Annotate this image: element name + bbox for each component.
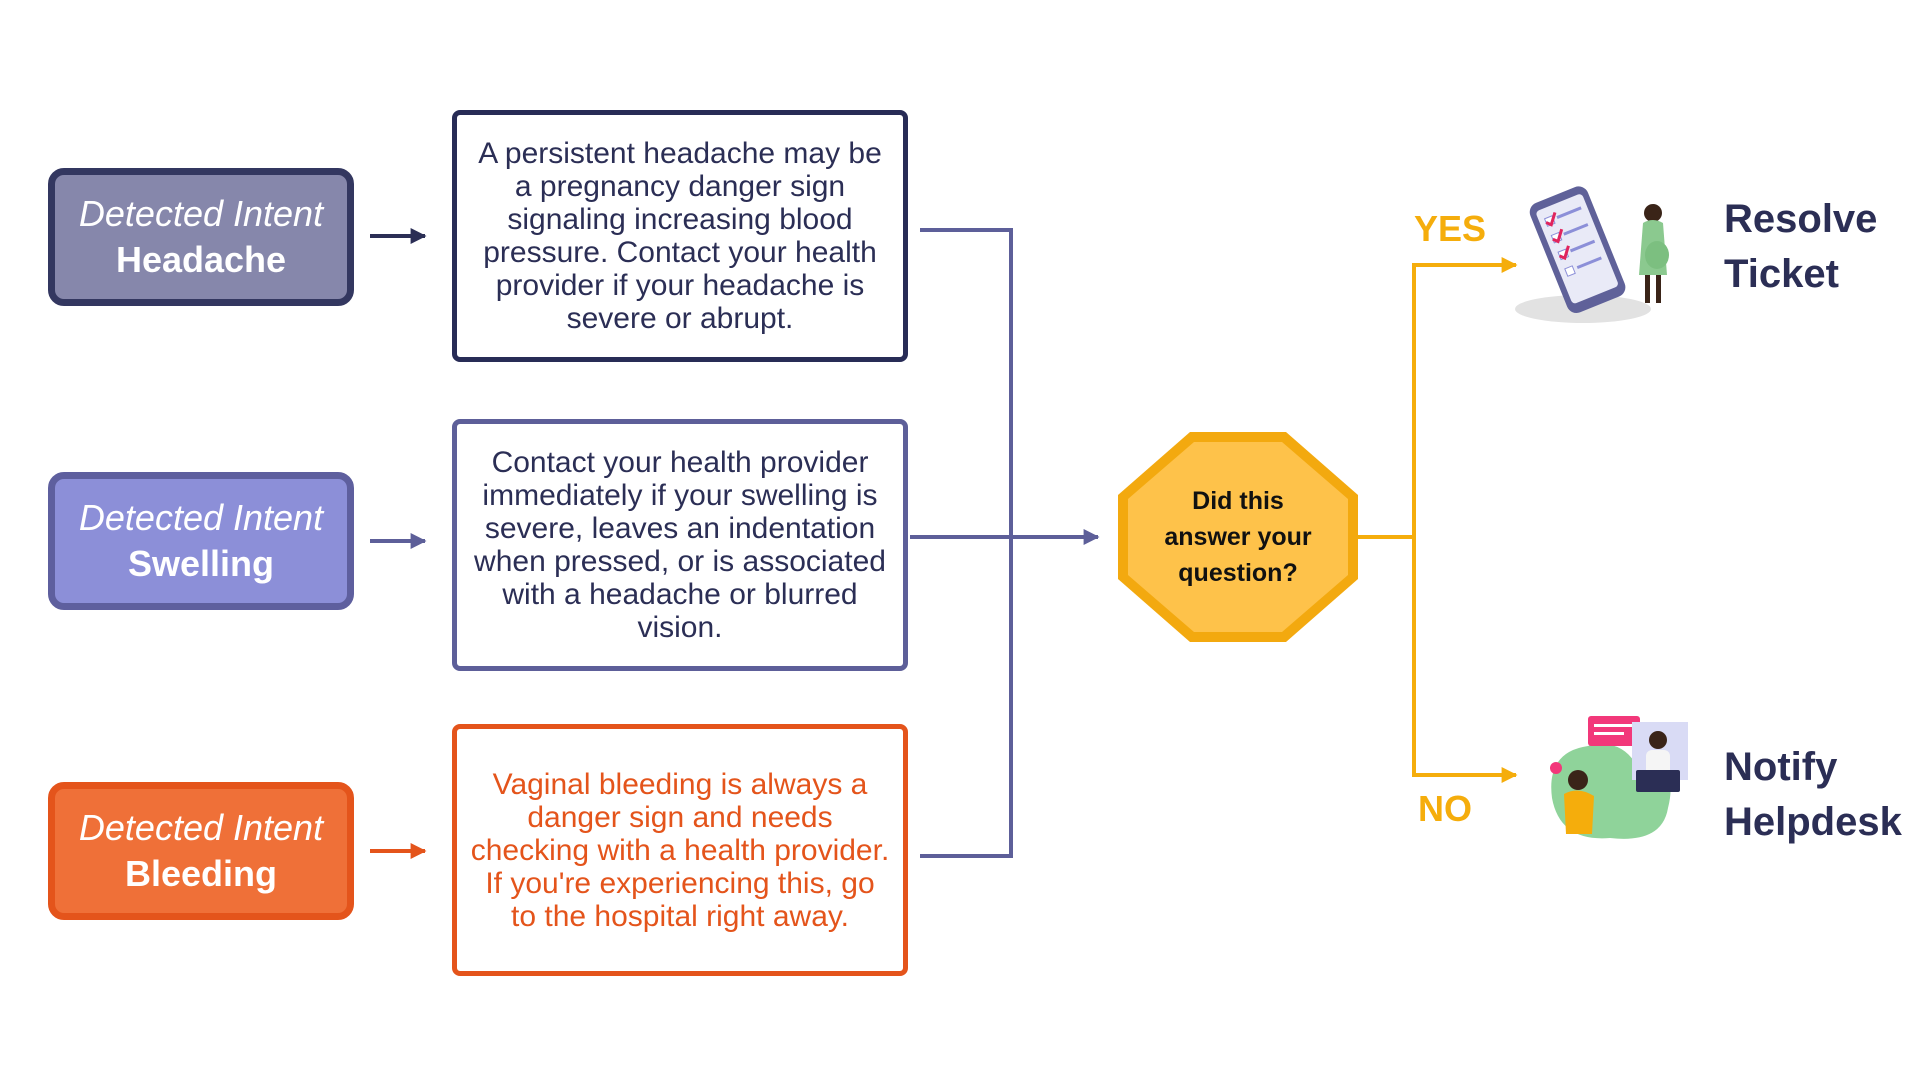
branch-label-no: NO xyxy=(1418,788,1472,829)
phone-checklist-illustration xyxy=(1515,186,1669,323)
intent-name: Swelling xyxy=(127,543,275,584)
intent-box-headache: Detected Intent Headache xyxy=(48,168,354,306)
response-box-swelling: Contact your health provider immediately… xyxy=(452,419,908,671)
response-text: A persistent headache may be a pregnancy… xyxy=(478,137,882,335)
response-box-headache: A persistent headache may be a pregnancy… xyxy=(452,110,908,362)
outcome-notify-helpdesk: Notify Helpdesk xyxy=(1724,740,1902,850)
intent-name: Headache xyxy=(115,239,287,280)
decision-text: Did this answer your question? xyxy=(1164,487,1312,587)
outcome-line: Helpdesk xyxy=(1724,800,1902,844)
intent-label: Detected Intent xyxy=(78,193,324,234)
response-text: Contact your health provider immediately… xyxy=(474,446,886,644)
outcome-line: Notify xyxy=(1724,745,1838,789)
outcome-line: Ticket xyxy=(1724,252,1839,296)
intent-name: Bleeding xyxy=(124,853,277,894)
intent-box-swelling: Detected Intent Swelling xyxy=(48,472,354,610)
decision-question: Did this answer your question? xyxy=(1128,442,1348,632)
response-box-bleeding: Vaginal bleeding is always a danger sign… xyxy=(452,724,908,976)
merge-line-top xyxy=(920,228,1013,858)
intent-box-bleeding: Detected Intent Bleeding xyxy=(48,782,354,920)
helpdesk-illustration xyxy=(1550,716,1688,839)
outcome-line: Resolve xyxy=(1724,197,1878,241)
branch-label-yes: YES xyxy=(1414,208,1487,249)
intent-label: Detected Intent xyxy=(78,807,324,848)
intent-label: Detected Intent xyxy=(78,497,324,538)
response-text: Vaginal bleeding is always a danger sign… xyxy=(470,767,890,933)
outcome-resolve-ticket: Resolve Ticket xyxy=(1724,192,1877,302)
